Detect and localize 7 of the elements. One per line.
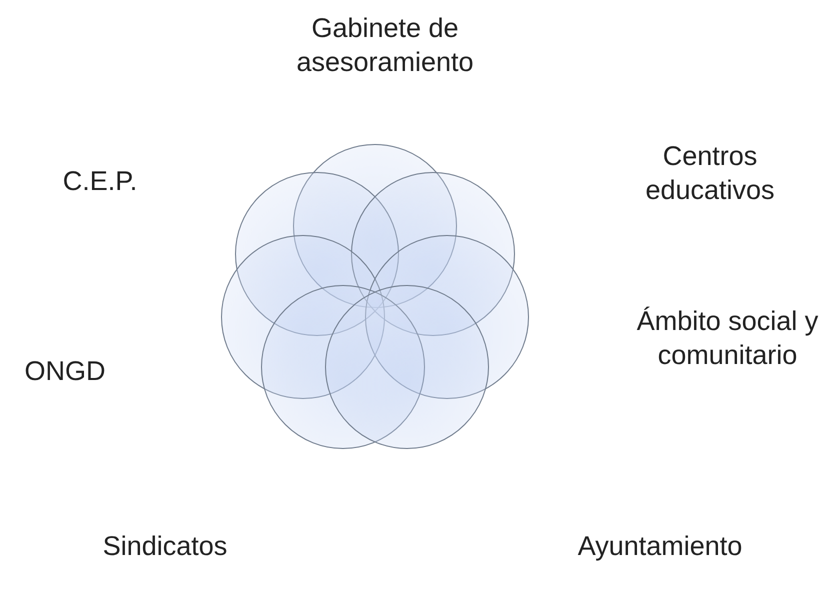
label-text: Gabinete de asesoramiento xyxy=(295,12,475,79)
label-text: Ámbito social y comunitario xyxy=(636,305,820,372)
label-text: Sindicatos xyxy=(102,530,228,563)
label-text: Ayuntamiento xyxy=(576,530,744,563)
label-text: C.E.P. xyxy=(62,165,138,198)
label-text: ONGD xyxy=(24,355,106,388)
label-text: Centros educativos xyxy=(644,140,776,207)
